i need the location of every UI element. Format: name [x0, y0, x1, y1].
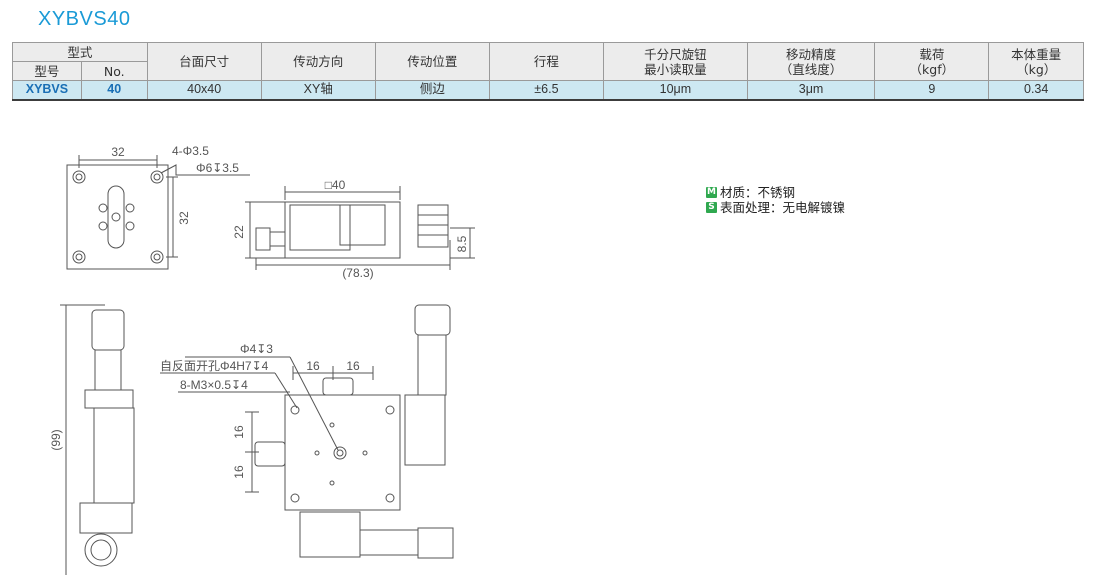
page-title: XYBVS40 — [38, 8, 131, 30]
dim-hole-4phi35: 4-Φ3.5 — [172, 144, 209, 158]
dim-22: 22 — [232, 225, 246, 239]
cell-load: 9 — [874, 80, 990, 101]
dim-99: (99) — [49, 429, 63, 450]
header-model: 型号 — [12, 61, 82, 81]
header-type: 型式 — [12, 42, 148, 62]
main-plan-view-drawing — [160, 304, 454, 559]
cell-micrometer-reading: 10μm — [602, 80, 748, 101]
dim-hole-phi6: Φ6↧3.5 — [196, 161, 239, 175]
header-drive-direction: 传动方向 — [260, 42, 376, 81]
front-view-drawing — [245, 186, 475, 270]
cell-table-size: 40x40 — [146, 80, 262, 101]
note-material: M 材质：不锈钢 — [706, 185, 845, 200]
dim-16-d: 16 — [232, 465, 246, 479]
note-surface-text: 表面处理：无电解镀镍 — [720, 200, 846, 215]
header-load: 载荷 （kgf） — [874, 42, 990, 81]
note-material-text: 材质：不锈钢 — [720, 185, 796, 200]
top-view-drawing — [66, 155, 250, 270]
cell-model: XYBVS — [12, 80, 82, 101]
cell-weight: 0.34 — [988, 80, 1084, 101]
surface-badge-icon: S — [706, 202, 717, 213]
cell-travel: ±6.5 — [488, 80, 604, 101]
header-accuracy: 移动精度 （直线度） — [746, 42, 876, 81]
header-weight: 本体重量 （kg） — [988, 42, 1084, 81]
cell-drive-direction: XY轴 — [260, 80, 376, 101]
dim-8-5: 8.5 — [455, 235, 469, 252]
material-notes: M 材质：不锈钢 S 表面处理：无电解镀镍 — [706, 185, 845, 215]
spec-table: 型式 台面尺寸 传动方向 传动位置 行程 千分尺旋钮 最小读取量 移动精度 （直… — [12, 42, 1084, 101]
dim-32-side: 32 — [177, 211, 191, 225]
dim-16-a: 16 — [306, 359, 320, 373]
header-micrometer-reading: 千分尺旋钮 最小读取量 — [602, 42, 748, 81]
dim-16-b: 16 — [346, 359, 360, 373]
material-badge-icon: M — [706, 187, 717, 198]
side-view-drawing — [60, 304, 135, 575]
dim-78-3: (78.3) — [342, 266, 373, 280]
note-surface: S 表面处理：无电解镀镍 — [706, 200, 845, 215]
dim-16-c: 16 — [232, 425, 246, 439]
dim-phi4: Φ4↧3 — [240, 342, 273, 356]
cell-drive-position: 侧边 — [374, 80, 490, 101]
header-drive-position: 传动位置 — [374, 42, 490, 81]
cell-no: 40 — [80, 80, 148, 101]
header-table-size: 台面尺寸 — [146, 42, 262, 81]
dim-m3-thread: 8-M3×0.5↧4 — [180, 378, 248, 392]
dim-back-hole: 自反面开孔Φ4H7↧4 — [160, 359, 269, 373]
dim-32-top: 32 — [111, 145, 125, 159]
dim-square-40: □40 — [325, 178, 346, 192]
cell-accuracy: 3μm — [746, 80, 876, 101]
